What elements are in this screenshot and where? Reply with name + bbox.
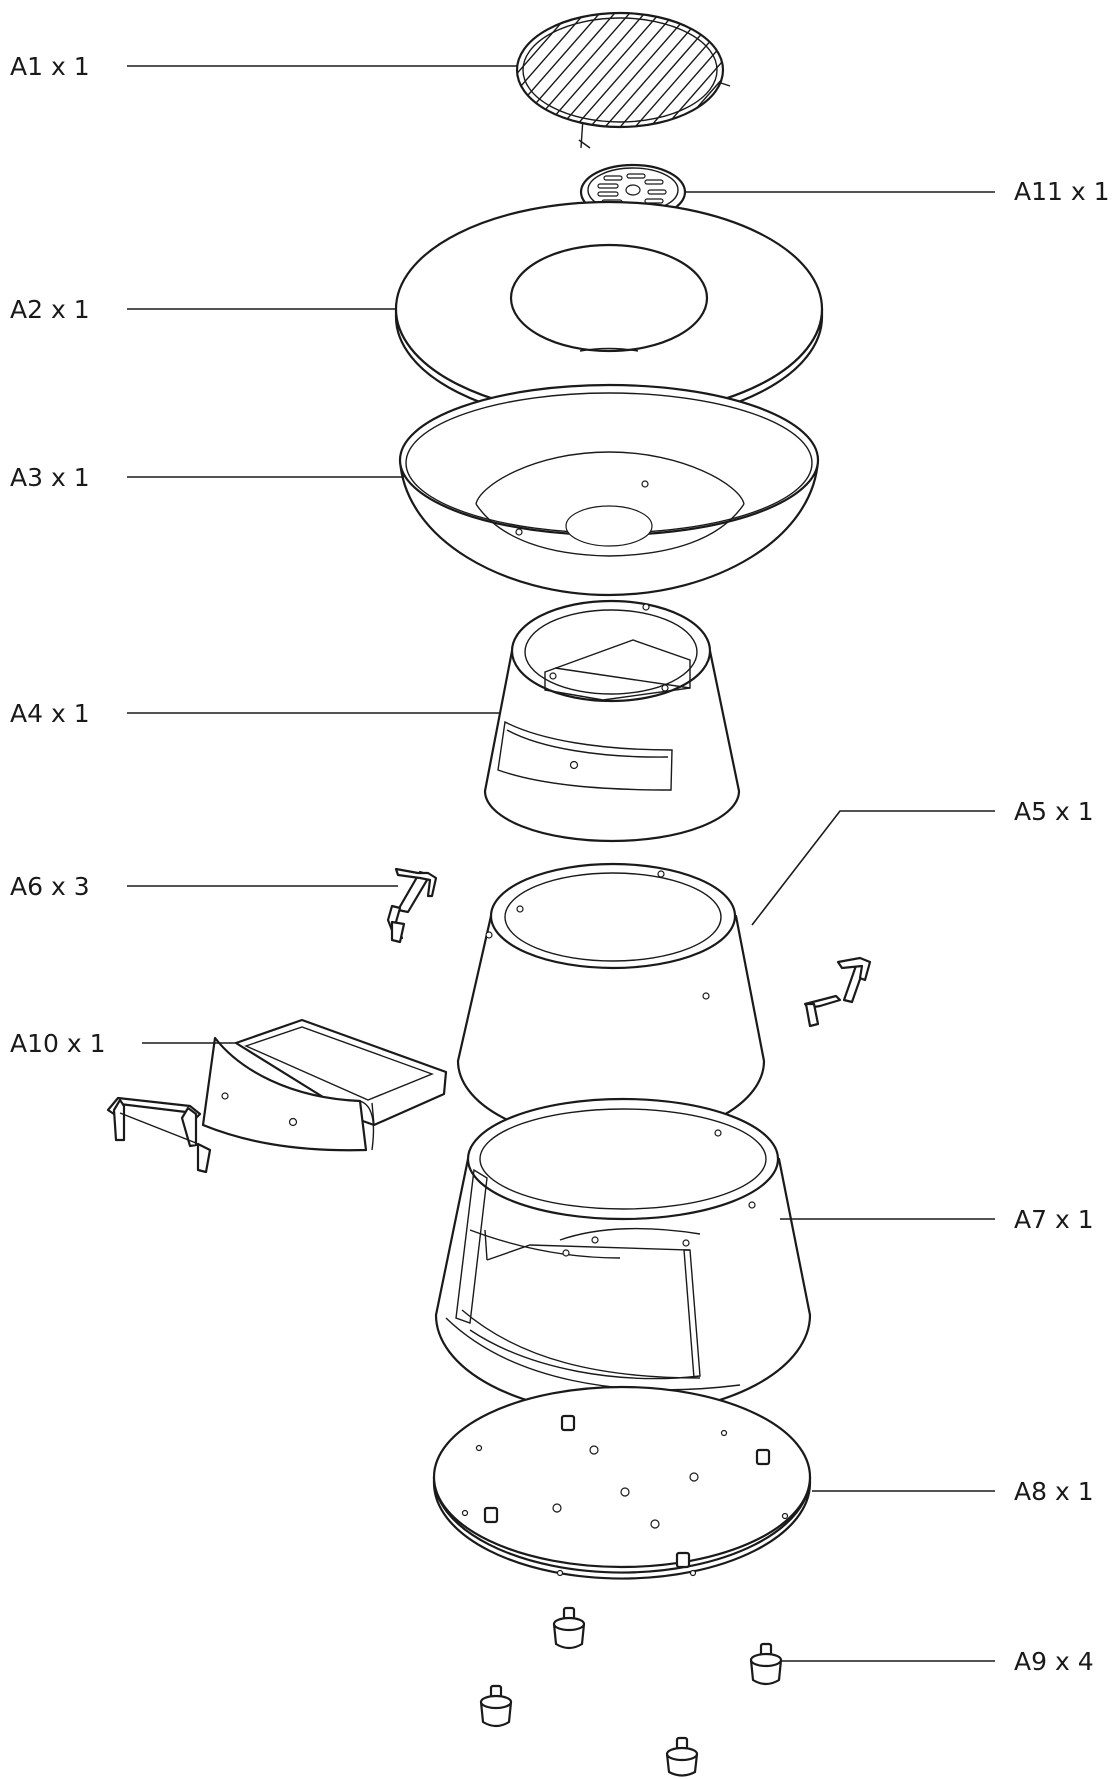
part-a9-foot-3: [479, 1684, 513, 1728]
part-labels: A1 x 1 A11 x 1 A2 x 1 A3 x 1 A4 x 1 A5 x…: [10, 52, 1110, 1676]
label-a5: A5 x 1: [1014, 797, 1094, 826]
part-a7-base-frame: [434, 1097, 812, 1416]
part-a5-middle-cone: [456, 862, 766, 1143]
mounted-feet-studs: [483, 1414, 771, 1569]
part-a6-handle-right: [803, 956, 872, 1028]
label-a10: A10 x 1: [10, 1029, 106, 1058]
part-a4-upper-cone: [483, 599, 741, 843]
label-a4: A4 x 1: [10, 699, 90, 728]
part-a9-foot-1: [552, 1606, 586, 1650]
part-a1-grill-grate: [515, 11, 731, 149]
part-a6-handle-upper: [386, 867, 438, 944]
leader-lines: [127, 65, 995, 1662]
part-a3-fire-bowl: [398, 383, 820, 597]
part-a10-ash-drawer: [201, 1018, 448, 1152]
part-a9-foot-4: [665, 1736, 699, 1777]
label-a9: A9 x 4: [1014, 1647, 1094, 1676]
base-plate-holes: [461, 1429, 789, 1577]
part-a8-base-plate: [432, 1385, 812, 1580]
label-a7: A7 x 1: [1014, 1205, 1094, 1234]
label-a1: A1 x 1: [10, 52, 90, 81]
grill-bars: [517, 13, 723, 127]
label-a8: A8 x 1: [1014, 1477, 1094, 1506]
label-a3: A3 x 1: [10, 463, 90, 492]
label-a2: A2 x 1: [10, 295, 90, 324]
part-a9-foot-2: [749, 1642, 783, 1686]
part-a6-handle-left: [106, 1096, 212, 1174]
label-a6: A6 x 3: [10, 872, 90, 901]
part-a2-cooking-ring: [394, 200, 824, 426]
leader-a5: [751, 810, 995, 926]
label-a11: A11 x 1: [1014, 177, 1110, 206]
